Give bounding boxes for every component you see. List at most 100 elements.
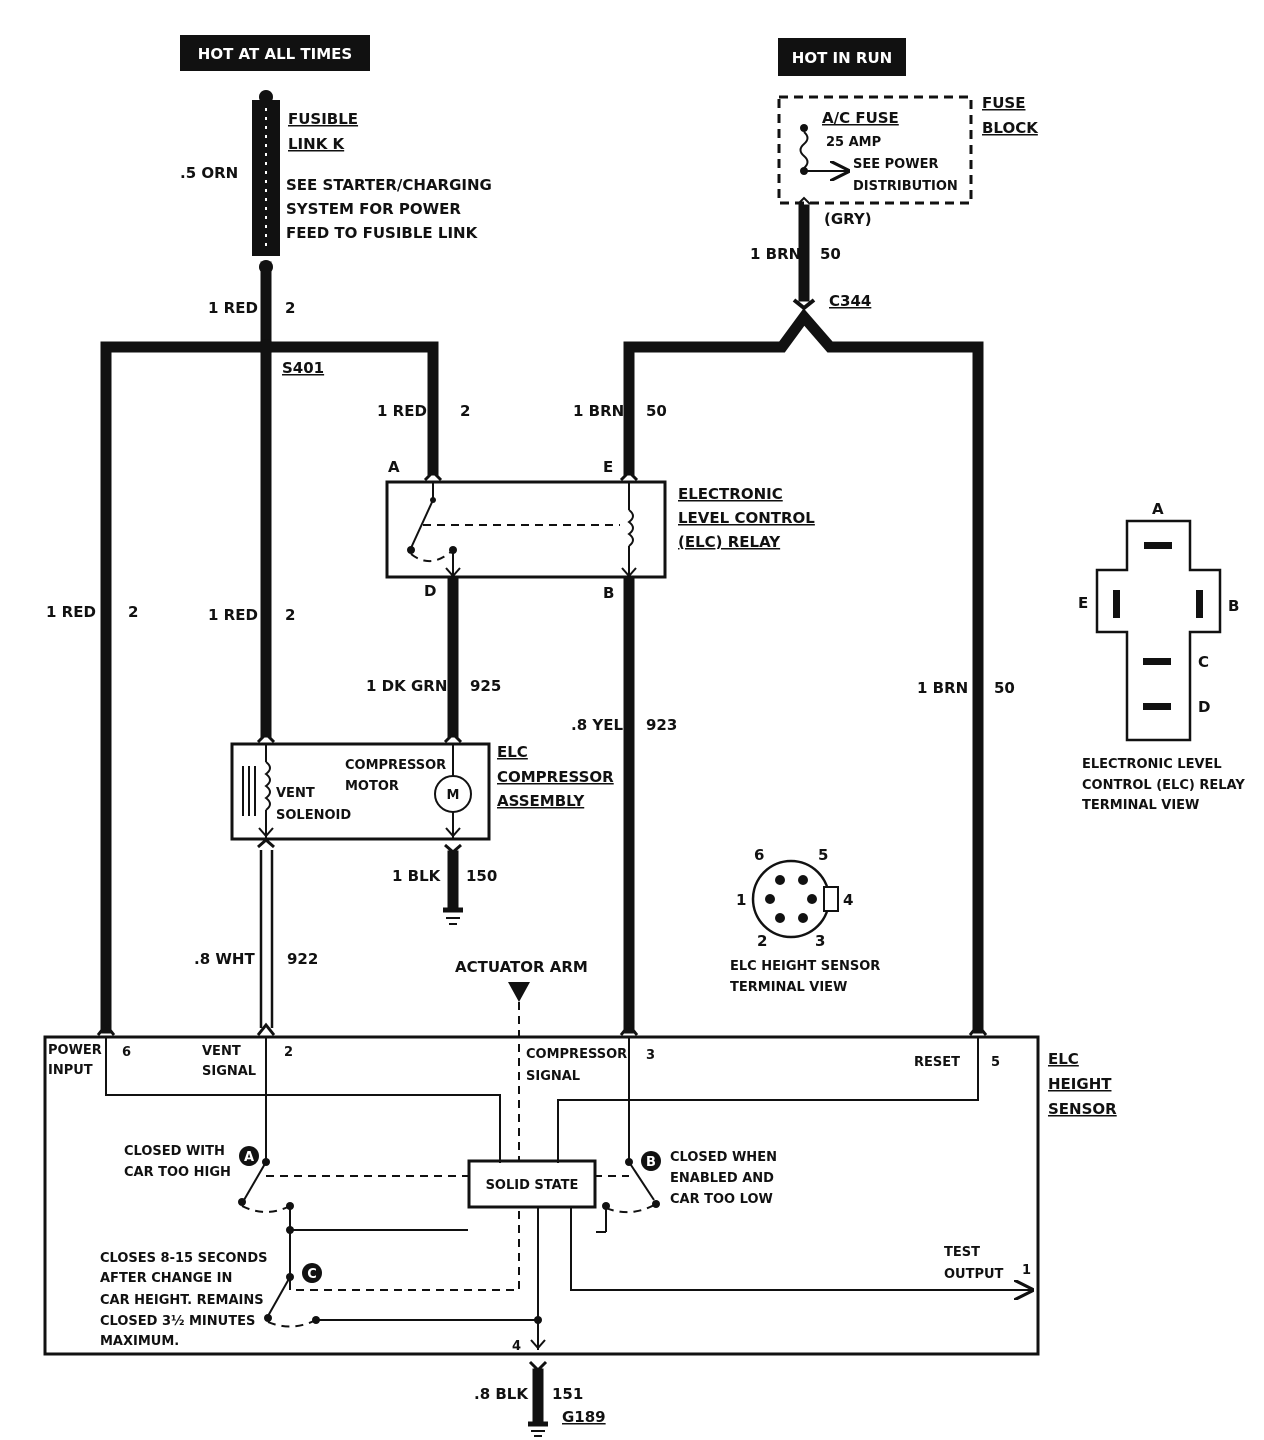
sensor-term-pin-3: 3 bbox=[815, 932, 825, 950]
fuse-rating: 25 AMP bbox=[826, 135, 881, 150]
wire-num-brn-relay: 50 bbox=[646, 402, 667, 420]
sensor-pin-2: 2 bbox=[284, 1045, 293, 1060]
switch-c-label: C bbox=[307, 1267, 317, 1282]
compressor-motor-2: MOTOR bbox=[345, 779, 399, 794]
wire-label-red-relay: 1 RED bbox=[377, 402, 427, 420]
sensor-pin-3: 3 bbox=[646, 1048, 655, 1063]
vent-solenoid-2: SOLENOID bbox=[276, 808, 351, 823]
relay-term-caption-1: ELECTRONIC LEVEL bbox=[1082, 757, 1222, 772]
motor-symbol: M bbox=[447, 788, 460, 803]
relay-term-pin-d: D bbox=[1198, 698, 1210, 716]
fuse-block-label-1: FUSE bbox=[982, 94, 1025, 112]
wire-num-blk-bottom: 151 bbox=[552, 1385, 583, 1403]
hot-at-all-times-label: HOT AT ALL TIMES bbox=[180, 35, 370, 71]
height-sensor-name-1: ELC bbox=[1048, 1050, 1079, 1068]
c-note-1: CLOSES 8-15 SECONDS bbox=[100, 1251, 267, 1266]
compressor-name-3: ASSEMBLY bbox=[497, 792, 585, 810]
wire-num-red-left: 2 bbox=[128, 603, 138, 621]
closed-high-1: CLOSED WITH bbox=[124, 1144, 225, 1159]
wire-label-yel: .8 YEL bbox=[571, 716, 623, 734]
fuse-connector-color: (GRY) bbox=[824, 210, 872, 228]
power-input-2: INPUT bbox=[48, 1063, 93, 1078]
relay-pin-d: D bbox=[424, 582, 436, 600]
c-note-3: CAR HEIGHT. REMAINS bbox=[100, 1293, 264, 1308]
sensor-term-pin-6: 6 bbox=[754, 846, 764, 864]
sensor-terminal-view bbox=[751, 859, 839, 939]
sensor-pin-5: 5 bbox=[991, 1055, 1000, 1070]
c-note-5: MAXIMUM. bbox=[100, 1334, 179, 1349]
fusible-link-name: FUSIBLE bbox=[288, 110, 358, 128]
c-note-2: AFTER CHANGE IN bbox=[100, 1271, 232, 1286]
fuse-block-label-2: BLOCK bbox=[982, 119, 1039, 137]
fusible-link-note-1: SEE STARTER/CHARGING bbox=[286, 176, 492, 194]
actuator-arm-label: ACTUATOR ARM bbox=[455, 958, 588, 976]
compressor-name-2: COMPRESSOR bbox=[497, 768, 614, 786]
relay-term-caption-3: TERMINAL VIEW bbox=[1082, 798, 1199, 813]
fuse-block bbox=[777, 95, 973, 205]
sensor-term-caption-2: TERMINAL VIEW bbox=[730, 980, 847, 995]
wire-label-wht: .8 WHT bbox=[194, 950, 255, 968]
switch-b-label: B bbox=[646, 1155, 656, 1170]
solid-state-label: SOLID STATE bbox=[486, 1178, 579, 1193]
sensor-term-pin-2: 2 bbox=[757, 932, 767, 950]
wire-num-brn-right: 50 bbox=[994, 679, 1015, 697]
compressor-signal-2: SIGNAL bbox=[526, 1069, 580, 1084]
wire-num-dkgrn: 925 bbox=[470, 677, 501, 695]
height-sensor-name-3: SENSOR bbox=[1048, 1100, 1117, 1118]
sensor-term-caption-1: ELC HEIGHT SENSOR bbox=[730, 959, 880, 974]
wire-label-red-top: 1 RED bbox=[208, 299, 258, 317]
sensor-pin-6: 6 bbox=[122, 1045, 131, 1060]
fusible-link bbox=[252, 90, 280, 351]
relay-pin-b: B bbox=[603, 584, 614, 602]
relay-term-pin-c: C bbox=[1198, 653, 1209, 671]
splice-s401-label: S401 bbox=[282, 359, 324, 377]
vent-signal-1: VENT bbox=[202, 1044, 241, 1059]
vent-wire-connector bbox=[257, 838, 275, 849]
wire-label-blk: 1 BLK bbox=[392, 867, 442, 885]
closed-low-2: ENABLED AND bbox=[670, 1171, 774, 1186]
ground-g189-label: G189 bbox=[562, 1408, 606, 1426]
compressor-motor-1: COMPRESSOR bbox=[345, 758, 446, 773]
wire-num-yel: 923 bbox=[646, 716, 677, 734]
fuse-see-2: DISTRIBUTION bbox=[853, 179, 958, 194]
connector-c344 bbox=[792, 298, 816, 311]
white-wire-922 bbox=[259, 850, 274, 1028]
wire-label-blk-bottom: .8 BLK bbox=[474, 1385, 529, 1403]
sensor-pin-1: 1 bbox=[1022, 1263, 1031, 1278]
relay-term-pin-a: A bbox=[1152, 500, 1164, 518]
power-input-1: POWER bbox=[48, 1043, 102, 1058]
relay-name-1: ELECTRONIC bbox=[678, 485, 783, 503]
relay-terminal-view bbox=[1095, 519, 1222, 742]
sensor-term-pin-5: 5 bbox=[818, 846, 828, 864]
wire-num-red-relay: 2 bbox=[460, 402, 470, 420]
reset-label: RESET bbox=[914, 1055, 960, 1070]
vent-signal-2: SIGNAL bbox=[202, 1064, 256, 1079]
switch-a-label: A bbox=[244, 1150, 254, 1165]
relay-pin-a: A bbox=[388, 458, 400, 476]
brown-bus-wire bbox=[623, 308, 984, 1034]
wire-num-red-top: 2 bbox=[285, 299, 295, 317]
relay-term-pin-b: B bbox=[1228, 597, 1239, 615]
compressor-signal-1: COMPRESSOR bbox=[526, 1047, 627, 1062]
fusible-link-name-2: LINK K bbox=[288, 135, 346, 153]
fusible-link-note-3: FEED TO FUSIBLE LINK bbox=[286, 224, 479, 242]
hot-in-run-label: HOT IN RUN bbox=[778, 38, 906, 76]
relay-name-2: LEVEL CONTROL bbox=[678, 509, 815, 527]
vent-solenoid-1: VENT bbox=[276, 786, 315, 801]
wire-label-brn-relay: 1 BRN bbox=[573, 402, 624, 420]
sensor-term-pin-4: 4 bbox=[843, 891, 853, 909]
c-note-4: CLOSED 3½ MINUTES bbox=[100, 1314, 255, 1329]
wire-label-dkgrn: 1 DK GRN bbox=[366, 677, 447, 695]
test-output-1: TEST bbox=[944, 1245, 980, 1260]
wire-label-red-mid: 1 RED bbox=[208, 606, 258, 624]
ground-symbol-g189 bbox=[528, 1421, 548, 1437]
wire-label-brn-top: 1 BRN bbox=[750, 245, 801, 263]
svg-text:HOT AT ALL TIMES: HOT AT ALL TIMES bbox=[198, 45, 352, 63]
elc-compressor-assembly bbox=[230, 731, 491, 841]
relay-name-3: (ELC) RELAY bbox=[678, 533, 781, 551]
sensor-term-pin-1: 1 bbox=[736, 891, 746, 909]
svg-text:HOT IN RUN: HOT IN RUN bbox=[792, 49, 892, 67]
closed-low-3: CAR TOO LOW bbox=[670, 1192, 773, 1207]
fuse-see-1: SEE POWER bbox=[853, 157, 938, 172]
